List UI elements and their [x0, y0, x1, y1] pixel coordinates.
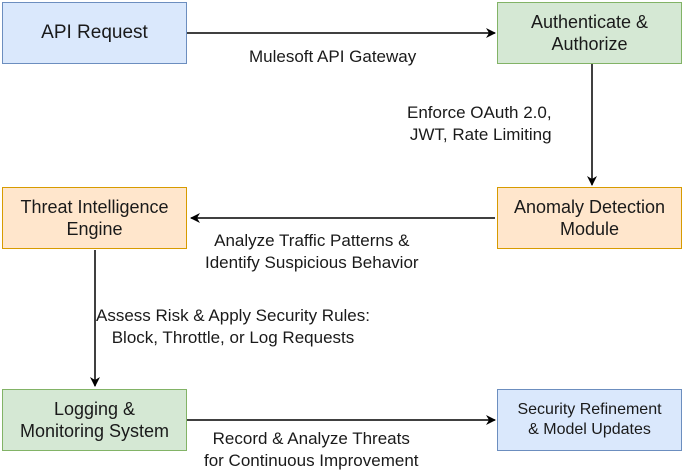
- node-authenticate-label: Authenticate & Authorize: [530, 11, 649, 55]
- node-logging-monitoring-label: Logging & Monitoring System: [19, 398, 170, 442]
- node-api-request: API Request: [2, 2, 187, 64]
- node-threat-intelligence-label: Threat Intelligence Engine: [20, 196, 169, 240]
- node-authenticate: Authenticate & Authorize: [497, 2, 682, 64]
- node-anomaly-detection-label: Anomaly Detection Module: [513, 196, 666, 240]
- node-logging-monitoring: Logging & Monitoring System: [2, 389, 187, 451]
- node-security-refinement-label: Security Refinement & Model Updates: [517, 401, 662, 438]
- node-security-refinement: Security Refinement & Model Updates: [497, 389, 682, 451]
- edge-label-gateway: Mulesoft API Gateway: [249, 47, 417, 66]
- node-anomaly-detection: Anomaly Detection Module: [497, 187, 682, 249]
- edge-label-assess: Assess Risk & Apply Security Rules: Bloc…: [96, 306, 370, 348]
- node-threat-intelligence: Threat Intelligence Engine: [2, 187, 187, 249]
- edge-label-record: Record & Analyze Threats for Continuous …: [204, 429, 419, 471]
- edge-label-enforce: Enforce OAuth 2.0, JWT, Rate Limiting: [407, 103, 552, 145]
- edge-label-analyze: Analyze Traffic Patterns & Identify Susp…: [205, 231, 419, 273]
- node-api-request-label: API Request: [41, 22, 148, 44]
